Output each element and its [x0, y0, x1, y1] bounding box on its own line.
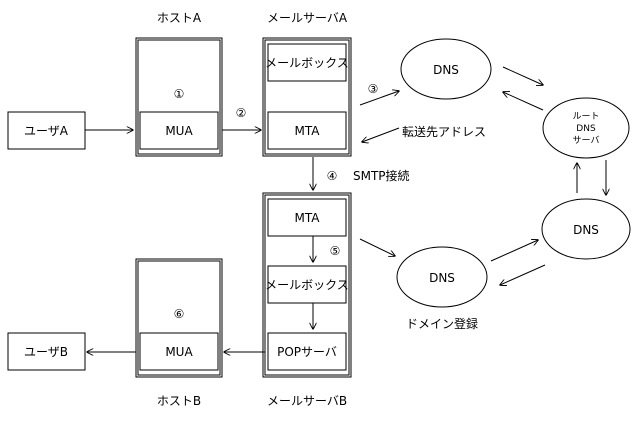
mua-a-box	[139, 111, 219, 150]
dns-to-mta-a-arrow	[362, 127, 400, 142]
smtp-connection-label: SMTP接続	[353, 168, 410, 183]
mailbox-a-label: メールボックス	[265, 56, 349, 70]
root-dns-label-line2: DNS	[576, 124, 596, 134]
dns-right-node	[541, 198, 631, 260]
step-3-marker: ③	[368, 82, 379, 96]
root-dns-node	[542, 97, 630, 159]
mta-a-box	[267, 111, 347, 150]
host-a-title: ホストA	[157, 11, 202, 25]
mta-b-box	[267, 198, 347, 237]
mailbox-a-box	[267, 43, 347, 82]
dns-upper-node	[400, 38, 492, 100]
dns-right-to-lower-arrow	[500, 264, 546, 285]
user-a-label: ユーザA	[24, 124, 69, 138]
mua-b-label: MUA	[165, 345, 193, 359]
domain-registration-label: ドメイン登録	[406, 316, 478, 331]
mailbox-b-label: メールボックス	[265, 278, 349, 292]
mail-server-a-title: メールサーバA	[267, 11, 348, 25]
mta-b-label: MTA	[295, 211, 321, 225]
dns-lower-node	[396, 246, 488, 308]
dns-lower-label: DNS	[429, 271, 455, 285]
mail-server-b-title: メールサーバB	[267, 394, 347, 408]
mailbox-b-box	[267, 265, 347, 304]
dns-upper-label: DNS	[433, 63, 459, 77]
pop-server-label: POPサーバ	[277, 345, 337, 359]
root-dns-label-line3: サーバ	[573, 135, 600, 146]
mta-a-to-dns-arrow	[359, 91, 399, 106]
step-4-marker: ④	[327, 169, 338, 183]
root-dns-label-line1: ルート	[572, 112, 599, 122]
mta-a-label: MTA	[295, 124, 321, 138]
pop-server-box	[267, 332, 347, 371]
root-to-dns-upper-arrow	[503, 92, 544, 111]
step-6-marker: ⑥	[174, 307, 185, 321]
step-1-marker: ①	[174, 87, 185, 101]
user-b-box	[7, 332, 86, 371]
mta-b-to-dns-lower-arrow	[359, 238, 395, 256]
forward-address-label: 転送先アドレス	[402, 124, 486, 139]
dns-right-label: DNS	[573, 223, 599, 237]
mua-a-label: MUA	[165, 124, 193, 138]
host-b-title: ホストB	[157, 394, 201, 408]
mua-b-box	[139, 332, 219, 371]
step-5-marker: ⑤	[330, 244, 341, 258]
user-b-label: ユーザB	[24, 345, 68, 359]
step-2-marker: ②	[236, 106, 247, 120]
dns-lower-to-right-arrow	[490, 240, 538, 262]
dns-upper-to-root-arrow	[502, 66, 543, 85]
